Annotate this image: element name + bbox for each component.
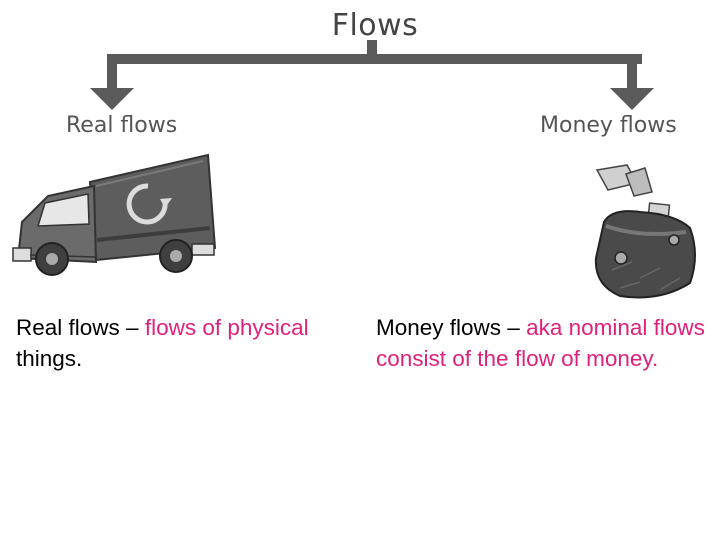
arrow-left-head	[90, 88, 134, 110]
real-flows-term: Real flows –	[16, 315, 145, 340]
delivery-truck-icon	[12, 153, 217, 276]
arrow-stem	[367, 40, 377, 60]
arrow-left-shaft	[107, 54, 117, 90]
split-arrow	[90, 40, 654, 110]
arrow-right-shaft	[627, 54, 637, 90]
real-flows-caption: Real flows – flows of physical things.	[16, 312, 366, 374]
money-flows-term: Money flows –	[376, 315, 527, 340]
arrow-right-head	[610, 88, 654, 110]
real-flows-definition-end: things.	[16, 346, 83, 371]
purse-with-money-icon	[594, 164, 696, 299]
money-flows-definition: aka nominal flows consist of the flow of…	[376, 315, 705, 371]
money-flows-label: Money flows	[540, 113, 677, 138]
arrow-bar	[107, 54, 642, 64]
real-flows-definition: flows of physical	[144, 315, 309, 340]
real-flows-label: Real flows	[66, 113, 178, 138]
flow-diagram	[12, 40, 696, 299]
money-flows-caption: Money flows – aka nominal flows consist …	[376, 312, 716, 374]
diagram-title: Flows	[331, 8, 419, 43]
